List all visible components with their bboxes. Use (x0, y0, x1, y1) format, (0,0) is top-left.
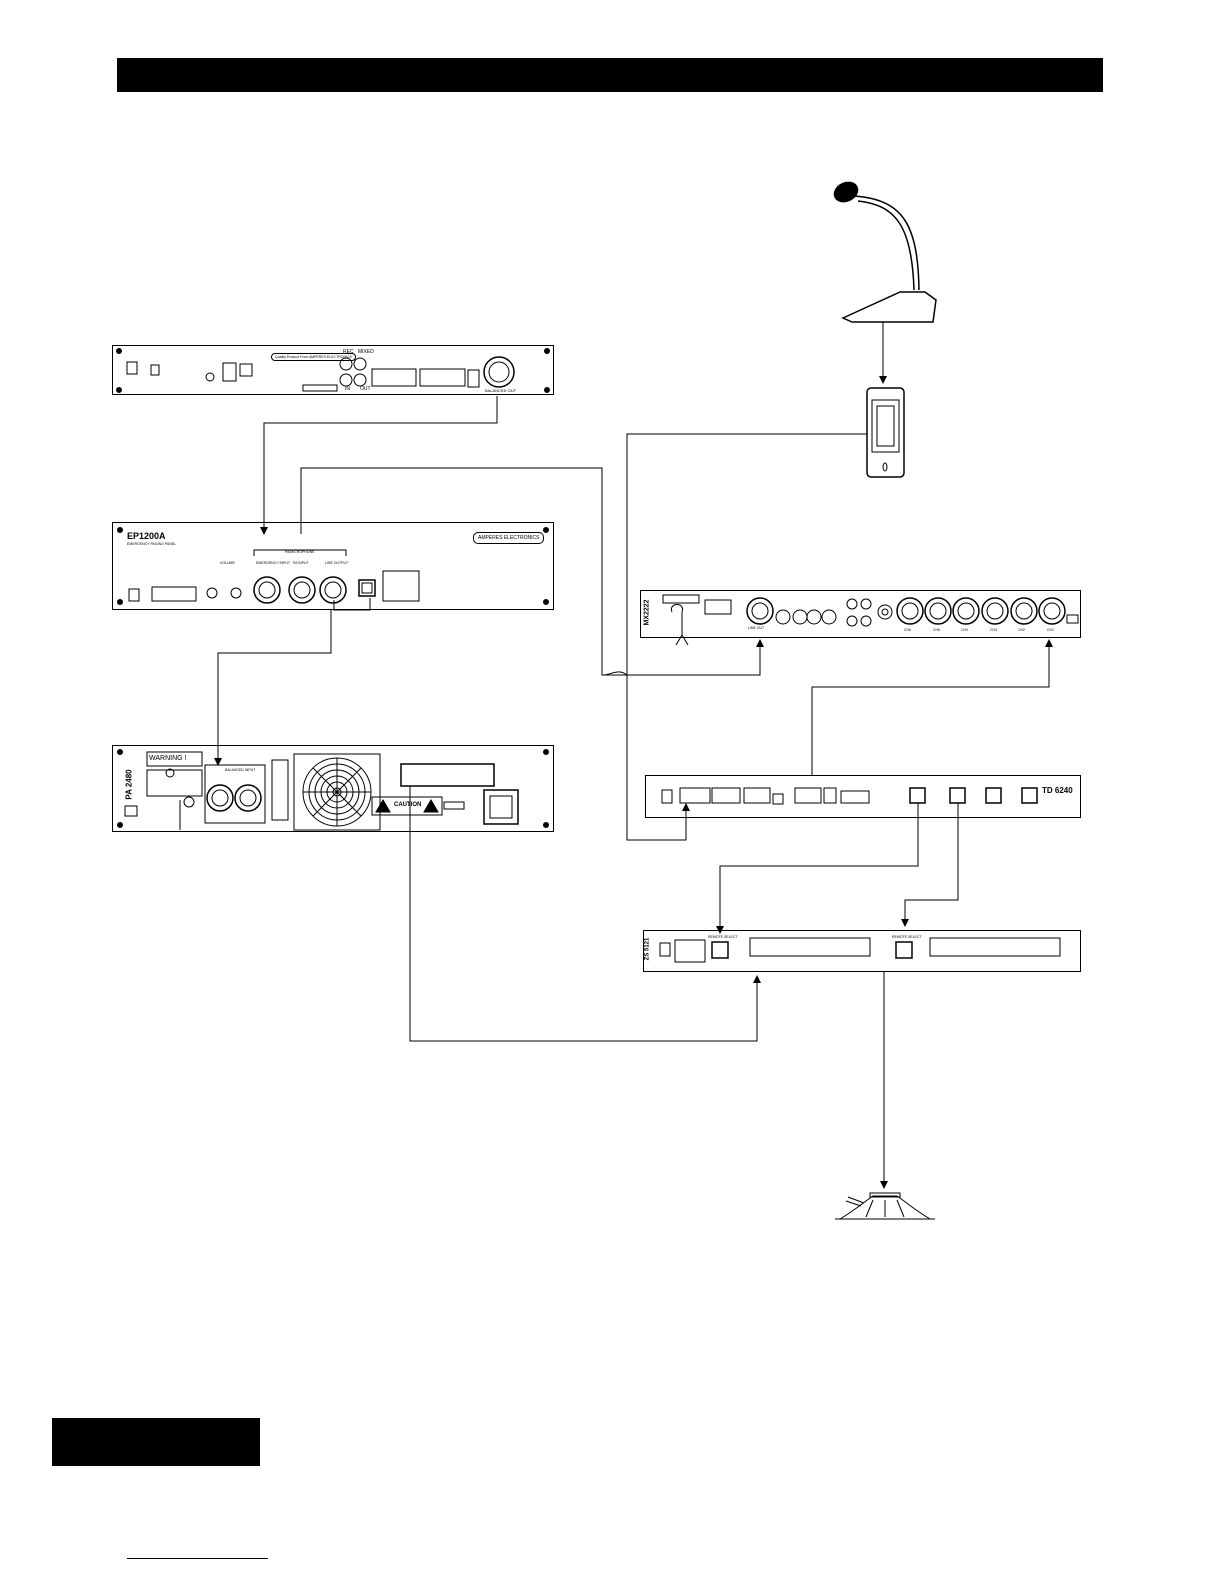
td6240-model: TD 6240 (1042, 786, 1073, 795)
wall-plate-icon (866, 387, 905, 478)
remote-select-b: REMOTE SELECT (892, 935, 922, 939)
balanced-out-label: BALANCED OUT (485, 388, 517, 393)
zs5121-panel: ZS 5121 REMOTE SELECT REMOTE SELECT (643, 930, 1081, 972)
zs5121-details (659, 937, 1061, 963)
in-label: IN (345, 386, 350, 392)
ep1200a-model: EP1200A (127, 531, 166, 541)
speaker-icon (835, 1192, 935, 1220)
ep1200a-panel: EP1200A EMERGENCY PAGING PANEL AMPERES E… (112, 522, 554, 610)
td6240-panel: TD 6240 (645, 775, 1081, 818)
footer-bar (52, 1418, 260, 1466)
ch6-label: CH6 (904, 628, 912, 632)
ch3-label: CH3 (990, 628, 998, 632)
out-label: OUT (360, 386, 371, 392)
brand-box: Quality Product From AMPERES ELECTRONICS (271, 353, 356, 361)
pa-section-label: PA/MICROPHONE (285, 550, 315, 554)
ch5-label: CH5 (933, 628, 941, 632)
ch1-label: CH1 (1047, 628, 1055, 632)
message-player-panel: Quality Product From AMPERES ELECTRONICS… (112, 345, 554, 395)
connection-wires (214, 322, 1053, 1189)
microphone-icon (833, 181, 937, 323)
ep1200a-details (117, 527, 549, 611)
xlr-label-line: LINE OUTPUT (325, 561, 349, 565)
caution-label: CAUTION (394, 802, 422, 808)
volume-label: VOLUME (220, 561, 235, 565)
td6240-details (661, 787, 1038, 805)
mixed-label: MIXED (358, 349, 374, 355)
ch2-label: CH2 (1018, 628, 1026, 632)
ch4-label: CH4 (961, 628, 969, 632)
ep1200a-brand: AMPERES ELECTRONICS (473, 532, 545, 544)
balanced-input-label: BALANCED INPUT (225, 768, 256, 772)
line-out-label: LINE OUT (748, 626, 765, 630)
xlr-label-emergency: EMERGENCY INPUT (256, 561, 290, 565)
rec-label: REC (343, 349, 354, 355)
message-player-details (116, 348, 550, 393)
ep1200a-subtitle: EMERGENCY PAGING PANEL (127, 542, 177, 546)
warning-label: WARNING ! (149, 755, 187, 762)
xlr-label-pa: PA INPUT (293, 561, 309, 565)
footer-rule (127, 1558, 268, 1559)
pa2480-details (117, 749, 549, 831)
header-bar (117, 58, 1103, 92)
mx2222-details (662, 594, 1079, 646)
remote-select-a: REMOTE SELECT (708, 935, 738, 939)
